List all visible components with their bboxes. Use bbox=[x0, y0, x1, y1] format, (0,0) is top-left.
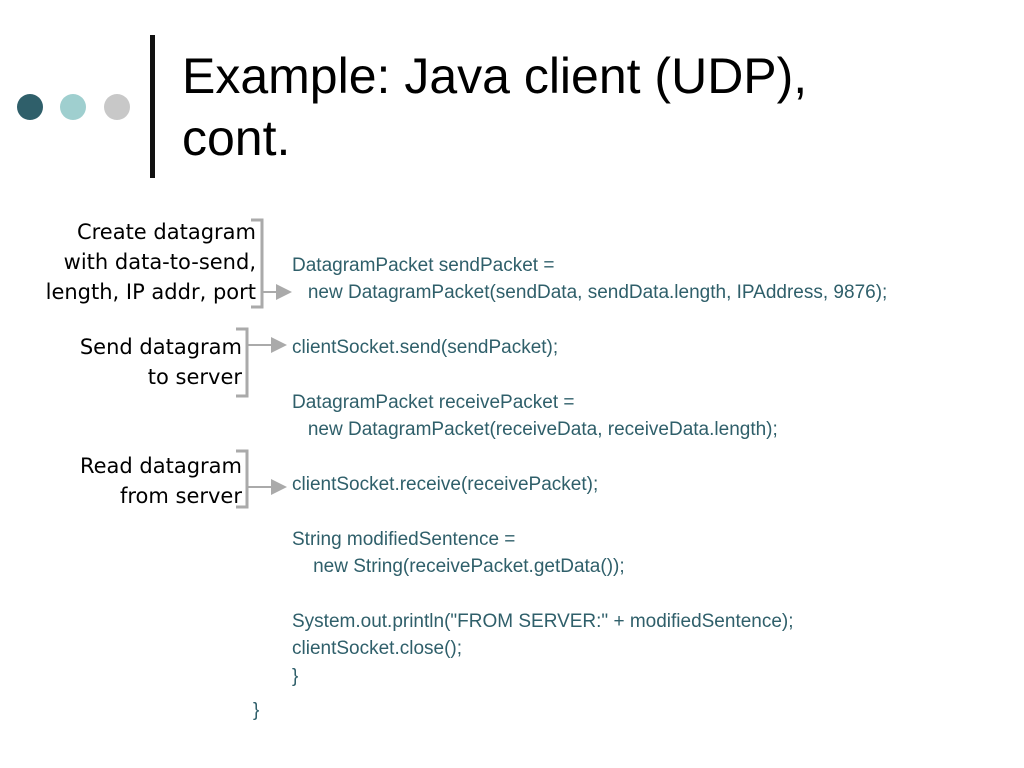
code-line: } bbox=[292, 665, 299, 687]
code-line bbox=[292, 581, 887, 608]
annotation-create-datagram: Create datagram with data-to-send, lengt… bbox=[46, 217, 256, 307]
code-line bbox=[292, 307, 887, 334]
code-block: DatagramPacket sendPacket = new Datagram… bbox=[292, 252, 887, 690]
annotation-line: to server bbox=[147, 365, 242, 389]
annotation-line: Read datagram bbox=[79, 454, 242, 478]
code-line: clientSocket.send(sendPacket); bbox=[292, 337, 559, 359]
code-line: String modifiedSentence = bbox=[292, 528, 516, 550]
closing-brace: } bbox=[253, 700, 260, 721]
code-line: clientSocket.close(); bbox=[292, 638, 463, 660]
slide-title-line-1: Example: Java client (UDP), bbox=[182, 48, 808, 104]
annotation-read-datagram: Read datagram from server bbox=[80, 451, 242, 511]
code-line bbox=[292, 362, 887, 389]
decorative-dot-gray bbox=[104, 94, 130, 120]
slide-title-line-2: cont. bbox=[182, 110, 291, 166]
slide-title: Example: Java client (UDP), cont. bbox=[182, 45, 807, 169]
decorative-dot-dark bbox=[17, 94, 43, 120]
annotation-line: length, IP addr, port bbox=[45, 280, 256, 304]
code-line: System.out.println("FROM SERVER:" + modi… bbox=[292, 611, 794, 633]
annotation-line: with data-to-send, bbox=[63, 250, 256, 274]
bracket-read bbox=[236, 449, 287, 509]
code-line: new DatagramPacket(sendData, sendData.le… bbox=[292, 282, 888, 304]
annotation-line: Send datagram bbox=[79, 335, 242, 359]
bracket-send bbox=[236, 327, 287, 398]
code-line: new DatagramPacket(receiveData, receiveD… bbox=[292, 419, 778, 441]
code-line bbox=[292, 444, 887, 471]
title-divider bbox=[150, 35, 155, 178]
code-line: clientSocket.receive(receivePacket); bbox=[292, 474, 599, 496]
bracket-create bbox=[251, 218, 292, 309]
code-line bbox=[292, 499, 887, 526]
code-line: new String(receivePacket.getData()); bbox=[292, 556, 625, 578]
code-line: DatagramPacket sendPacket = bbox=[292, 255, 555, 276]
annotation-line: Create datagram bbox=[76, 220, 256, 244]
annotation-send-datagram: Send datagram to server bbox=[80, 332, 242, 392]
decorative-dot-light bbox=[60, 94, 86, 120]
code-line: DatagramPacket receivePacket = bbox=[292, 391, 575, 413]
annotation-line: from server bbox=[119, 484, 242, 508]
